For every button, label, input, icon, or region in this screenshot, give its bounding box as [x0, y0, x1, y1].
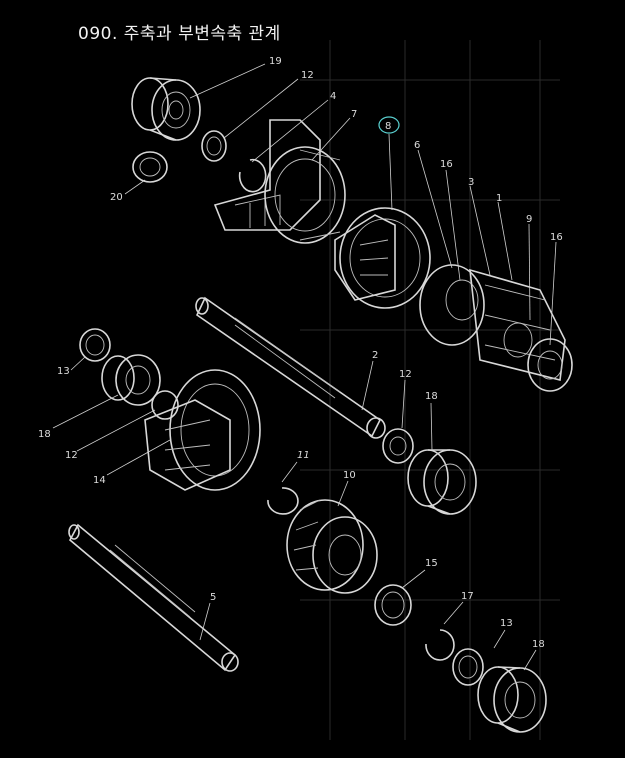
- part-18-bearing-middle: [407, 449, 477, 515]
- callout-13-bottom: 13: [500, 618, 513, 629]
- part-8-gear: [334, 207, 431, 309]
- callout-11: 11: [297, 450, 310, 461]
- background-grid: [300, 40, 560, 740]
- callout-9: 9: [526, 214, 532, 225]
- leader-lines: [52, 63, 557, 671]
- callout-19: 19: [269, 56, 282, 67]
- part-19-bearing: [131, 77, 201, 141]
- callout-12-left: 12: [65, 450, 78, 461]
- callout-15: 15: [425, 558, 438, 569]
- part-2-shaft: [195, 296, 386, 439]
- callout-1: 1: [496, 193, 502, 204]
- highlight-ring: [378, 116, 400, 134]
- callout-6: 6: [414, 140, 420, 151]
- part-4-7-gear-assembly: [213, 119, 346, 244]
- callout-labels: 19 12 4 7 8 6 16 3 1 9 16 20 13 18 12 14…: [38, 56, 563, 650]
- callout-16-upper: 16: [440, 159, 453, 170]
- part-10-gear: [286, 499, 378, 594]
- callout-14: 14: [93, 475, 106, 486]
- callout-3: 3: [468, 177, 474, 188]
- callout-7: 7: [351, 109, 357, 120]
- callout-10: 10: [343, 470, 356, 481]
- callout-18-middle: 18: [425, 391, 438, 402]
- part-5-shaft: [68, 523, 239, 672]
- part-11-circlip: [267, 487, 299, 515]
- part-13-ring-left: [79, 328, 111, 362]
- diagram-title: 090. 주축과 부변속축 관계: [78, 24, 281, 44]
- callout-12-middle: 12: [399, 369, 412, 380]
- part-circlip-top: [238, 158, 267, 193]
- callout-2: 2: [372, 350, 378, 361]
- callout-16-right: 16: [550, 232, 563, 243]
- part-14-gear: [144, 369, 261, 491]
- callout-4: 4: [330, 91, 336, 102]
- part-12-ring-middle: [382, 428, 414, 464]
- part-12-ring-left: [151, 390, 179, 420]
- callout-8: 8: [385, 121, 391, 132]
- callout-18-left: 18: [38, 429, 51, 440]
- callout-5: 5: [210, 592, 216, 603]
- part-18-bearing-left: [101, 354, 161, 406]
- part-17-circlip: [425, 629, 455, 661]
- part-13-ring-bottom: [452, 648, 484, 686]
- callout-12-top: 12: [301, 70, 314, 81]
- part-15-ring: [374, 584, 412, 626]
- callout-13-left: 13: [57, 366, 70, 377]
- part-18-bearing-bottom: [477, 666, 547, 733]
- callout-18-bottom: 18: [532, 639, 545, 650]
- part-right-cluster: [419, 264, 573, 392]
- callout-17: 17: [461, 591, 474, 602]
- part-12-ring-top: [201, 130, 227, 162]
- part-20-ring: [132, 151, 168, 183]
- callout-20: 20: [110, 192, 123, 203]
